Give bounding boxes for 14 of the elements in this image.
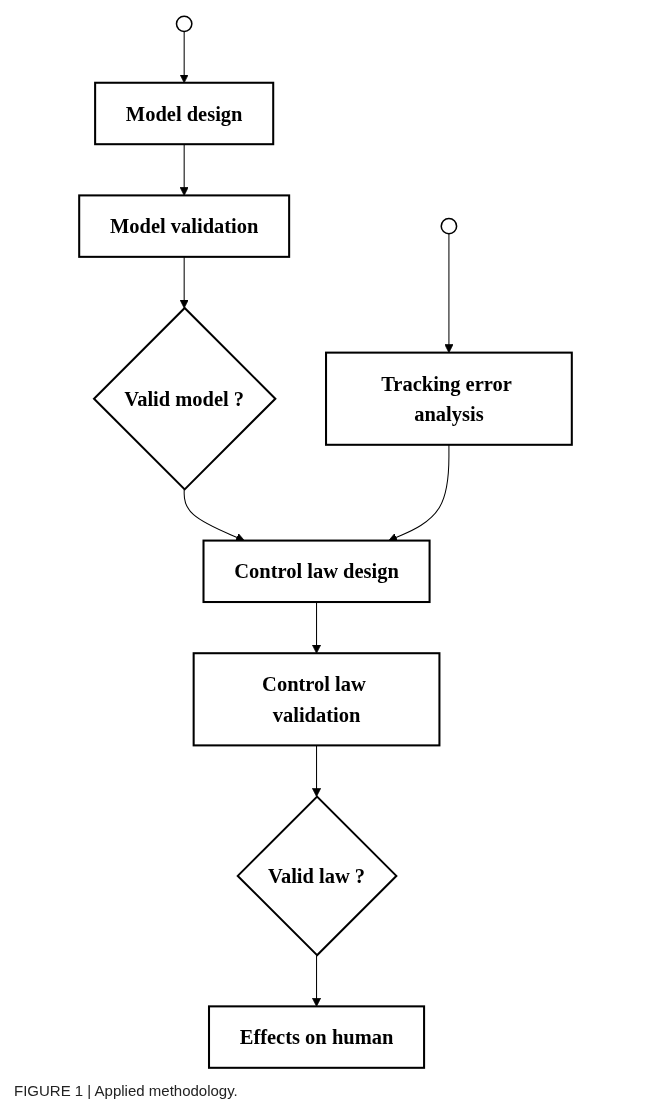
node-box bbox=[192, 652, 441, 747]
node-box bbox=[94, 81, 275, 146]
node-circle bbox=[175, 15, 193, 33]
flowchart-drawing: Model design Model validation Valid model ? Control law design Control law validation Tracking error analysis Valid law ? Effects on human bbox=[0, 8, 651, 1076]
node-circle bbox=[440, 217, 458, 235]
node-diamond bbox=[236, 795, 398, 957]
arrow bbox=[312, 954, 322, 1007]
node-diamond bbox=[92, 306, 277, 491]
node-box bbox=[202, 539, 431, 604]
arrow bbox=[179, 256, 189, 309]
node-box bbox=[325, 351, 573, 446]
figure-caption: FIGURE 1 | Applied methodology. bbox=[13, 1081, 239, 1101]
node-box bbox=[78, 194, 291, 258]
node-box bbox=[208, 1005, 426, 1069]
